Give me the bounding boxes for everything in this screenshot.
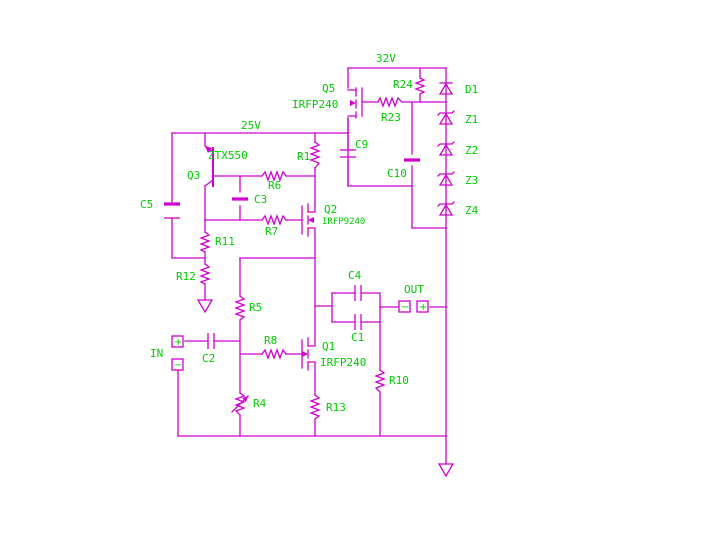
resistor-r6 (261, 170, 287, 182)
c4-label: C4 (348, 269, 362, 282)
resistor-r11 (199, 231, 211, 253)
rail-25v-label: 25V (241, 119, 261, 132)
resistor-r13 (309, 394, 321, 420)
r8-label: R8 (264, 334, 277, 347)
resistor-r1 (309, 141, 321, 169)
out-terminals[interactable]: − + (398, 300, 429, 313)
r12-label: R12 (176, 270, 196, 283)
r10-label: R10 (389, 374, 409, 387)
resistor-r23 (377, 96, 403, 108)
out-label: OUT (404, 283, 424, 296)
r6-label: R6 (268, 179, 281, 192)
c1-label: C1 (351, 331, 364, 344)
in-minus-terminal[interactable] (171, 358, 184, 371)
resistor-r10 (374, 369, 386, 393)
q1-part-label: IRFP240 (320, 356, 366, 369)
wires (171, 67, 447, 465)
capacitor-c1 (354, 314, 362, 330)
out-plus-sign: + (419, 302, 427, 313)
r23-label: R23 (381, 111, 401, 124)
q2-ref-label: Q2 (324, 203, 337, 216)
c10-label: C10 (387, 167, 407, 180)
out-minus-sign: − (401, 302, 409, 313)
transistor-q5 (347, 87, 363, 119)
r13-label: R13 (326, 401, 346, 414)
r1-label: R1 (297, 150, 310, 163)
z1-label: Z1 (465, 113, 478, 126)
c3-label: C3 (254, 193, 267, 206)
zener-z3 (437, 171, 455, 186)
transistor-q3 (205, 146, 214, 187)
out-minus-terminal[interactable] (398, 300, 411, 313)
rail-32v-label: 32V (376, 52, 396, 65)
in-minus-sign: − (174, 360, 182, 371)
resistor-r5 (234, 295, 246, 321)
transistor-q2 (307, 203, 314, 237)
r4-label: R4 (253, 397, 267, 410)
transistors (205, 87, 363, 371)
in-label: IN (150, 347, 163, 360)
r7-label: R7 (265, 225, 278, 238)
diodes (437, 82, 455, 216)
labels: 32V 25V Q5 IRFP240 Q3 ZTX550 Q2 IRFP9240… (140, 52, 479, 414)
q5-ref-label: Q5 (322, 82, 335, 95)
d1-label: D1 (465, 83, 478, 96)
r5-label: R5 (249, 301, 262, 314)
resistor-r12 (199, 263, 211, 285)
capacitor-c9 (340, 149, 356, 158)
capacitor-c4 (354, 285, 362, 301)
resistor-r7 (261, 214, 287, 226)
q5-part-label: IRFP240 (292, 98, 338, 111)
in-terminals[interactable]: + − (171, 335, 184, 371)
q2-part-label: IRFP9240 (322, 217, 365, 227)
z4-label: Z4 (465, 204, 479, 217)
resistors (199, 77, 426, 420)
transistor-q1 (302, 337, 309, 371)
c5-label: C5 (140, 198, 153, 211)
r24-label: R24 (393, 78, 413, 91)
in-plus-sign: + (174, 337, 182, 348)
resistor-r24 (414, 77, 426, 95)
capacitors (164, 149, 420, 349)
resistor-r8 (261, 348, 287, 360)
zener-z2 (437, 141, 455, 156)
c9-label: C9 (355, 138, 368, 151)
q3-ref-label: Q3 (187, 169, 200, 182)
ground-symbol-main (437, 463, 455, 478)
q1-ref-label: Q1 (322, 340, 335, 353)
ground-symbols (196, 299, 455, 478)
ground-symbol-left (196, 299, 214, 314)
diode-d1 (438, 82, 454, 95)
zener-z1 (437, 110, 455, 125)
zener-z4 (437, 201, 455, 216)
c2-label: C2 (202, 352, 215, 365)
z3-label: Z3 (465, 174, 478, 187)
capacitor-c5 (164, 202, 180, 219)
q3-part-label: ZTX550 (208, 149, 248, 162)
in-plus-terminal[interactable] (171, 335, 184, 348)
z2-label: Z2 (465, 144, 478, 157)
capacitor-c2 (207, 333, 215, 349)
out-plus-terminal[interactable] (416, 300, 429, 313)
r11-label: R11 (215, 235, 235, 248)
